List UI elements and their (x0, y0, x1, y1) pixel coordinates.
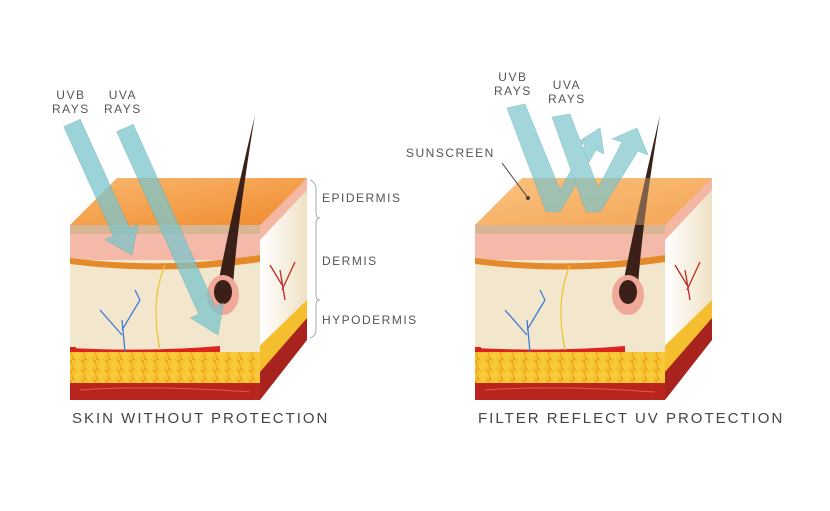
hypodermis-label: HYPODERMIS (322, 313, 418, 327)
dermis-label: DERMIS (322, 254, 378, 268)
layer-brackets (309, 179, 321, 339)
epidermis-label: EPIDERMIS (322, 191, 402, 205)
uvb-reflected-arrow (506, 103, 605, 213)
uva-reflected-arrow (551, 113, 649, 213)
uvb-ray-arrow (63, 118, 139, 256)
caption-protected: FILTER REFLECT UV PROTECTION (478, 410, 785, 427)
skin-block-protected (474, 114, 713, 401)
uva-ray-arrow (116, 123, 224, 336)
caption-unprotected: SKIN WITHOUT PROTECTION (72, 410, 330, 427)
sunscreen-pointer (501, 162, 529, 199)
sunscreen-label: SUNSCREEN (406, 146, 495, 160)
